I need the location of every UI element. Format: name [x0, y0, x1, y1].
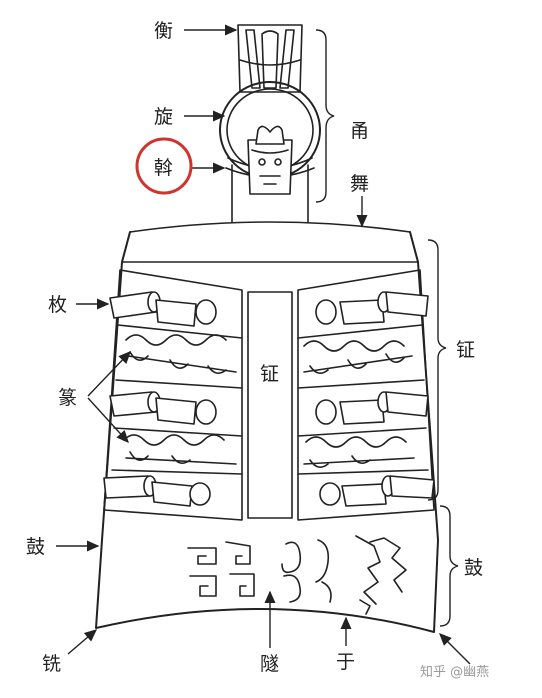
label-zheng-center: 钲: [260, 363, 279, 385]
label-yu: 于: [336, 651, 355, 673]
label-xian: 铣: [42, 653, 61, 675]
xian-right-arrow: [439, 633, 471, 665]
label-gan: 斡: [154, 157, 173, 179]
label-zhuan: 篆: [58, 387, 77, 409]
zheng-panel-left: [103, 269, 243, 521]
gu-bracket: [439, 505, 459, 627]
zhuan-bands-left: [111, 324, 243, 475]
label-yong: 甬: [350, 120, 369, 142]
bell-body: [95, 231, 439, 633]
label-xuan: 旋: [154, 106, 173, 128]
zheng-bracket: [427, 239, 447, 501]
yong-bracket: [315, 29, 335, 203]
zhuan-arrow-2: [87, 397, 129, 444]
label-heng: 衡: [154, 20, 173, 42]
zheng-panel-right: [297, 269, 435, 521]
label-mei: 枚: [48, 294, 67, 316]
label-gu-left: 鼓: [26, 536, 45, 558]
wu-plate: [121, 221, 419, 263]
gu-ornament: [187, 535, 407, 615]
highlight-circle: [135, 137, 193, 195]
label-gu-right: 鼓: [464, 557, 483, 579]
gan-mask: [247, 125, 293, 195]
label-zheng-right: 钲: [456, 339, 475, 361]
zhuan-bands-right: [297, 324, 429, 475]
mei-studs-right: [315, 291, 435, 507]
xian-arrow: [67, 629, 98, 655]
label-wu: 舞: [350, 173, 369, 195]
watermark: 知乎 @幽燕: [420, 664, 489, 680]
zheng-plaque: [247, 291, 293, 519]
mei-studs-left: [103, 291, 217, 507]
zhuan-arrow-1: [87, 350, 131, 397]
label-sui: 隧: [260, 653, 279, 675]
